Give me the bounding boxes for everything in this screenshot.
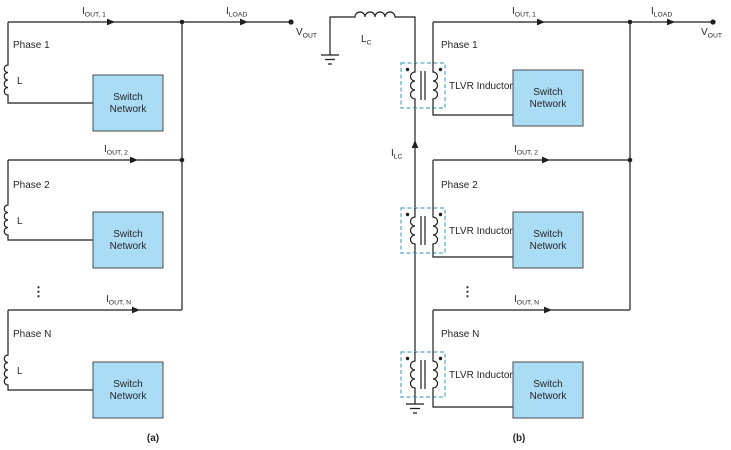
label-iout1-a: IOUT, 1 — [82, 6, 106, 19]
switch-network-box — [92, 74, 164, 132]
label-iload-b: ILOAD — [651, 6, 672, 19]
inductor-label: L — [17, 76, 23, 87]
switch-network-label-line2: Network — [110, 104, 148, 115]
label-iout2-a: IOUT, 2 — [104, 144, 128, 157]
polarity-dot — [405, 67, 410, 72]
tlvr-inductor-1: TLVR Inductor — [400, 22, 513, 116]
junction-dot — [179, 157, 185, 163]
primary-winding-branch — [432, 310, 513, 408]
tlvr-inductor-label: TLVR Inductor — [449, 226, 513, 237]
transformer-core-lines — [420, 360, 426, 389]
current-arrow-iout2-a — [130, 156, 138, 164]
switch-network-label-line1: Switch — [533, 379, 562, 390]
secondary-winding — [409, 352, 416, 397]
vout-terminal — [288, 19, 294, 25]
phase-2-b: Switch Network Phase 2 — [441, 180, 584, 269]
caption-b: (b) — [513, 433, 526, 444]
current-arrow-ioutN-a — [132, 306, 140, 314]
tlvr-inductor-N: TLVR Inductor — [400, 310, 513, 408]
switch-network-label-line2: Network — [530, 391, 568, 402]
switch-network-label-line2: Network — [530, 241, 568, 252]
phase-1-a: Switch Network Phase 1 L — [3, 22, 164, 132]
phase-label: Phase N — [441, 329, 479, 340]
phase-2-a: Switch Network Phase 2 L — [3, 160, 164, 269]
phase-N-b: Switch Network Phase N — [441, 329, 584, 419]
tlvr-inductor-label: TLVR Inductor — [449, 370, 513, 381]
transformer-core-lines — [420, 216, 426, 245]
coupling-inductor-branch — [329, 11, 416, 63]
phase-label: Phase 2 — [13, 180, 50, 191]
phase-ellipsis: ⋮ — [461, 284, 474, 299]
polarity-dot — [438, 67, 443, 72]
current-arrow-iload-b — [667, 18, 675, 26]
label-iout1-b: IOUT, 1 — [512, 6, 536, 19]
inductor-label: L — [17, 216, 23, 227]
switch-network-label-line1: Switch — [113, 92, 142, 103]
tlvr-inductor-label: TLVR Inductor — [449, 81, 513, 92]
label-iload-a: ILOAD — [226, 6, 247, 19]
switch-network-box — [92, 361, 164, 419]
phase-label: Phase 1 — [13, 40, 50, 51]
switch-network-label-line2: Network — [530, 99, 568, 110]
current-arrow-ilc — [411, 140, 419, 148]
ground-symbol-top — [321, 54, 339, 65]
primary-winding-branch — [432, 160, 513, 258]
current-arrow-iout1-a — [107, 18, 115, 26]
secondary-winding — [409, 208, 416, 253]
phase-label: Phase 2 — [441, 180, 478, 191]
switch-network-label-line2: Network — [110, 241, 148, 252]
phase-1-b: Switch Network Phase 1 — [441, 40, 584, 127]
switch-network-box — [512, 69, 584, 127]
circuit-a: IOUT, 1 ILOAD VOUT IOUT, 2 IOUT, N Switc… — [3, 6, 317, 444]
ground-symbol-bottom — [406, 403, 424, 414]
current-arrow-iout2-b — [542, 156, 550, 164]
switch-network-label-line2: Network — [110, 391, 148, 402]
primary-winding-branch — [432, 22, 513, 116]
label-vout-b: VOUT — [701, 27, 722, 40]
junction-dot — [179, 19, 185, 25]
label-lc: LC — [361, 34, 372, 47]
current-arrow-iload-a — [240, 18, 248, 26]
junction-dot — [627, 157, 633, 163]
inductor-branch-wire — [3, 310, 93, 391]
label-ioutN-b: IOUT, N — [514, 294, 539, 307]
vout-terminal — [710, 19, 716, 25]
polarity-dot — [405, 212, 410, 217]
secondary-winding — [409, 63, 416, 108]
tlvr-dashed-outline — [400, 62, 446, 109]
phase-label: Phase N — [13, 329, 51, 340]
polarity-dot — [438, 356, 443, 361]
caption-a: (a) — [147, 433, 159, 444]
label-ioutN-a: IOUT, N — [106, 294, 131, 307]
label-vout-a: VOUT — [296, 27, 317, 40]
phase-label: Phase 1 — [441, 40, 478, 51]
inductor-branch-wire — [3, 22, 93, 104]
switch-network-box — [512, 211, 584, 269]
inductor-branch-wire — [3, 160, 93, 241]
tlvr-inductor-2: TLVR Inductor — [400, 160, 513, 258]
switch-network-label-line1: Switch — [113, 379, 142, 390]
switch-network-box — [92, 211, 164, 269]
switch-network-label-line1: Switch — [533, 87, 562, 98]
label-ilc: ILC — [391, 148, 403, 161]
label-iout2-b: IOUT, 2 — [514, 144, 538, 157]
polarity-dot — [405, 356, 410, 361]
inductor-label: L — [17, 366, 23, 377]
junction-dot — [627, 19, 633, 25]
tlvr-dashed-outline — [400, 207, 446, 254]
phase-N-a: Switch Network Phase N L — [3, 310, 164, 419]
switch-network-box — [512, 361, 584, 419]
tlvr-dashed-outline — [400, 351, 446, 398]
current-arrow-iout1-b — [537, 18, 545, 26]
switch-network-label-line1: Switch — [533, 229, 562, 240]
transformer-core-lines — [420, 71, 426, 100]
current-arrow-ioutN-b — [544, 306, 552, 314]
circuit-b: LC ILC IOUT, 1 ILOAD VOUT IOUT, 2 IOUT, … — [321, 6, 722, 444]
switch-network-label-line1: Switch — [113, 229, 142, 240]
phase-ellipsis: ⋮ — [32, 284, 45, 299]
polarity-dot — [438, 212, 443, 217]
